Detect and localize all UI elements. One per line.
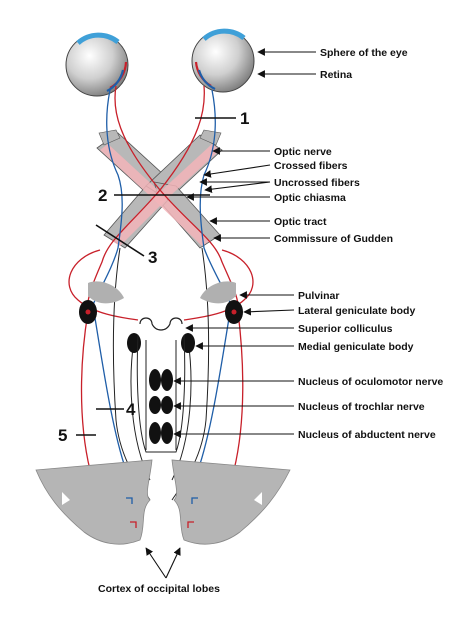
medial-geniculate-left <box>127 333 141 353</box>
oculomotor-nuclei <box>149 369 173 391</box>
number-5: 5 <box>58 426 67 445</box>
label-trochlear-nucleus: Nucleus of trochlar nerve <box>298 401 425 413</box>
occipital-cortex-left <box>35 459 153 545</box>
cortex-fiber-terminals <box>126 497 198 528</box>
label-commissure-of-gudden: Commissure of Gudden <box>274 233 393 245</box>
number-4: 4 <box>126 400 136 419</box>
brainstem-outline <box>136 334 186 453</box>
abducent-nuclei <box>149 422 173 444</box>
number-pointers <box>76 117 236 436</box>
label-superior-colliculus: Superior colliculus <box>298 323 393 335</box>
number-3: 3 <box>148 248 157 267</box>
label-oculomotor-nucleus: Nucleus of oculomotor nerve <box>298 376 443 388</box>
label-abducent-nucleus: Nucleus of abductent nerve <box>298 429 436 441</box>
number-2: 2 <box>98 186 107 205</box>
occipital-cortex-right <box>171 459 291 545</box>
label-cortex-of-occipital-lobes: Cortex of occipital lobes <box>98 583 220 595</box>
pulvinar-right <box>200 281 236 304</box>
label-crossed-fibers: Crossed fibers <box>274 160 348 172</box>
label-uncrossed-fibers: Uncrossed fibers <box>274 177 360 189</box>
pulvinar-left <box>88 281 124 304</box>
label-sphere-of-eye: Sphere of the eye <box>320 47 408 59</box>
label-optic-tract: Optic tract <box>274 216 327 228</box>
label-lateral-geniculate-body: Lateral geniculate body <box>298 305 415 317</box>
label-pulvinar: Pulvinar <box>298 290 339 302</box>
label-retina: Retina <box>320 69 352 81</box>
left-eye <box>65 32 129 97</box>
label-pointers <box>145 48 316 579</box>
label-optic-nerve: Optic nerve <box>274 146 332 158</box>
number-1: 1 <box>240 109 249 128</box>
label-optic-chiasma: Optic chiasma <box>274 192 346 204</box>
right-eye <box>191 28 255 93</box>
medial-geniculate-right <box>181 333 195 353</box>
superior-colliculus <box>139 317 183 331</box>
trochlear-nuclei <box>149 396 173 414</box>
label-medial-geniculate-body: Medial geniculate body <box>298 341 414 353</box>
